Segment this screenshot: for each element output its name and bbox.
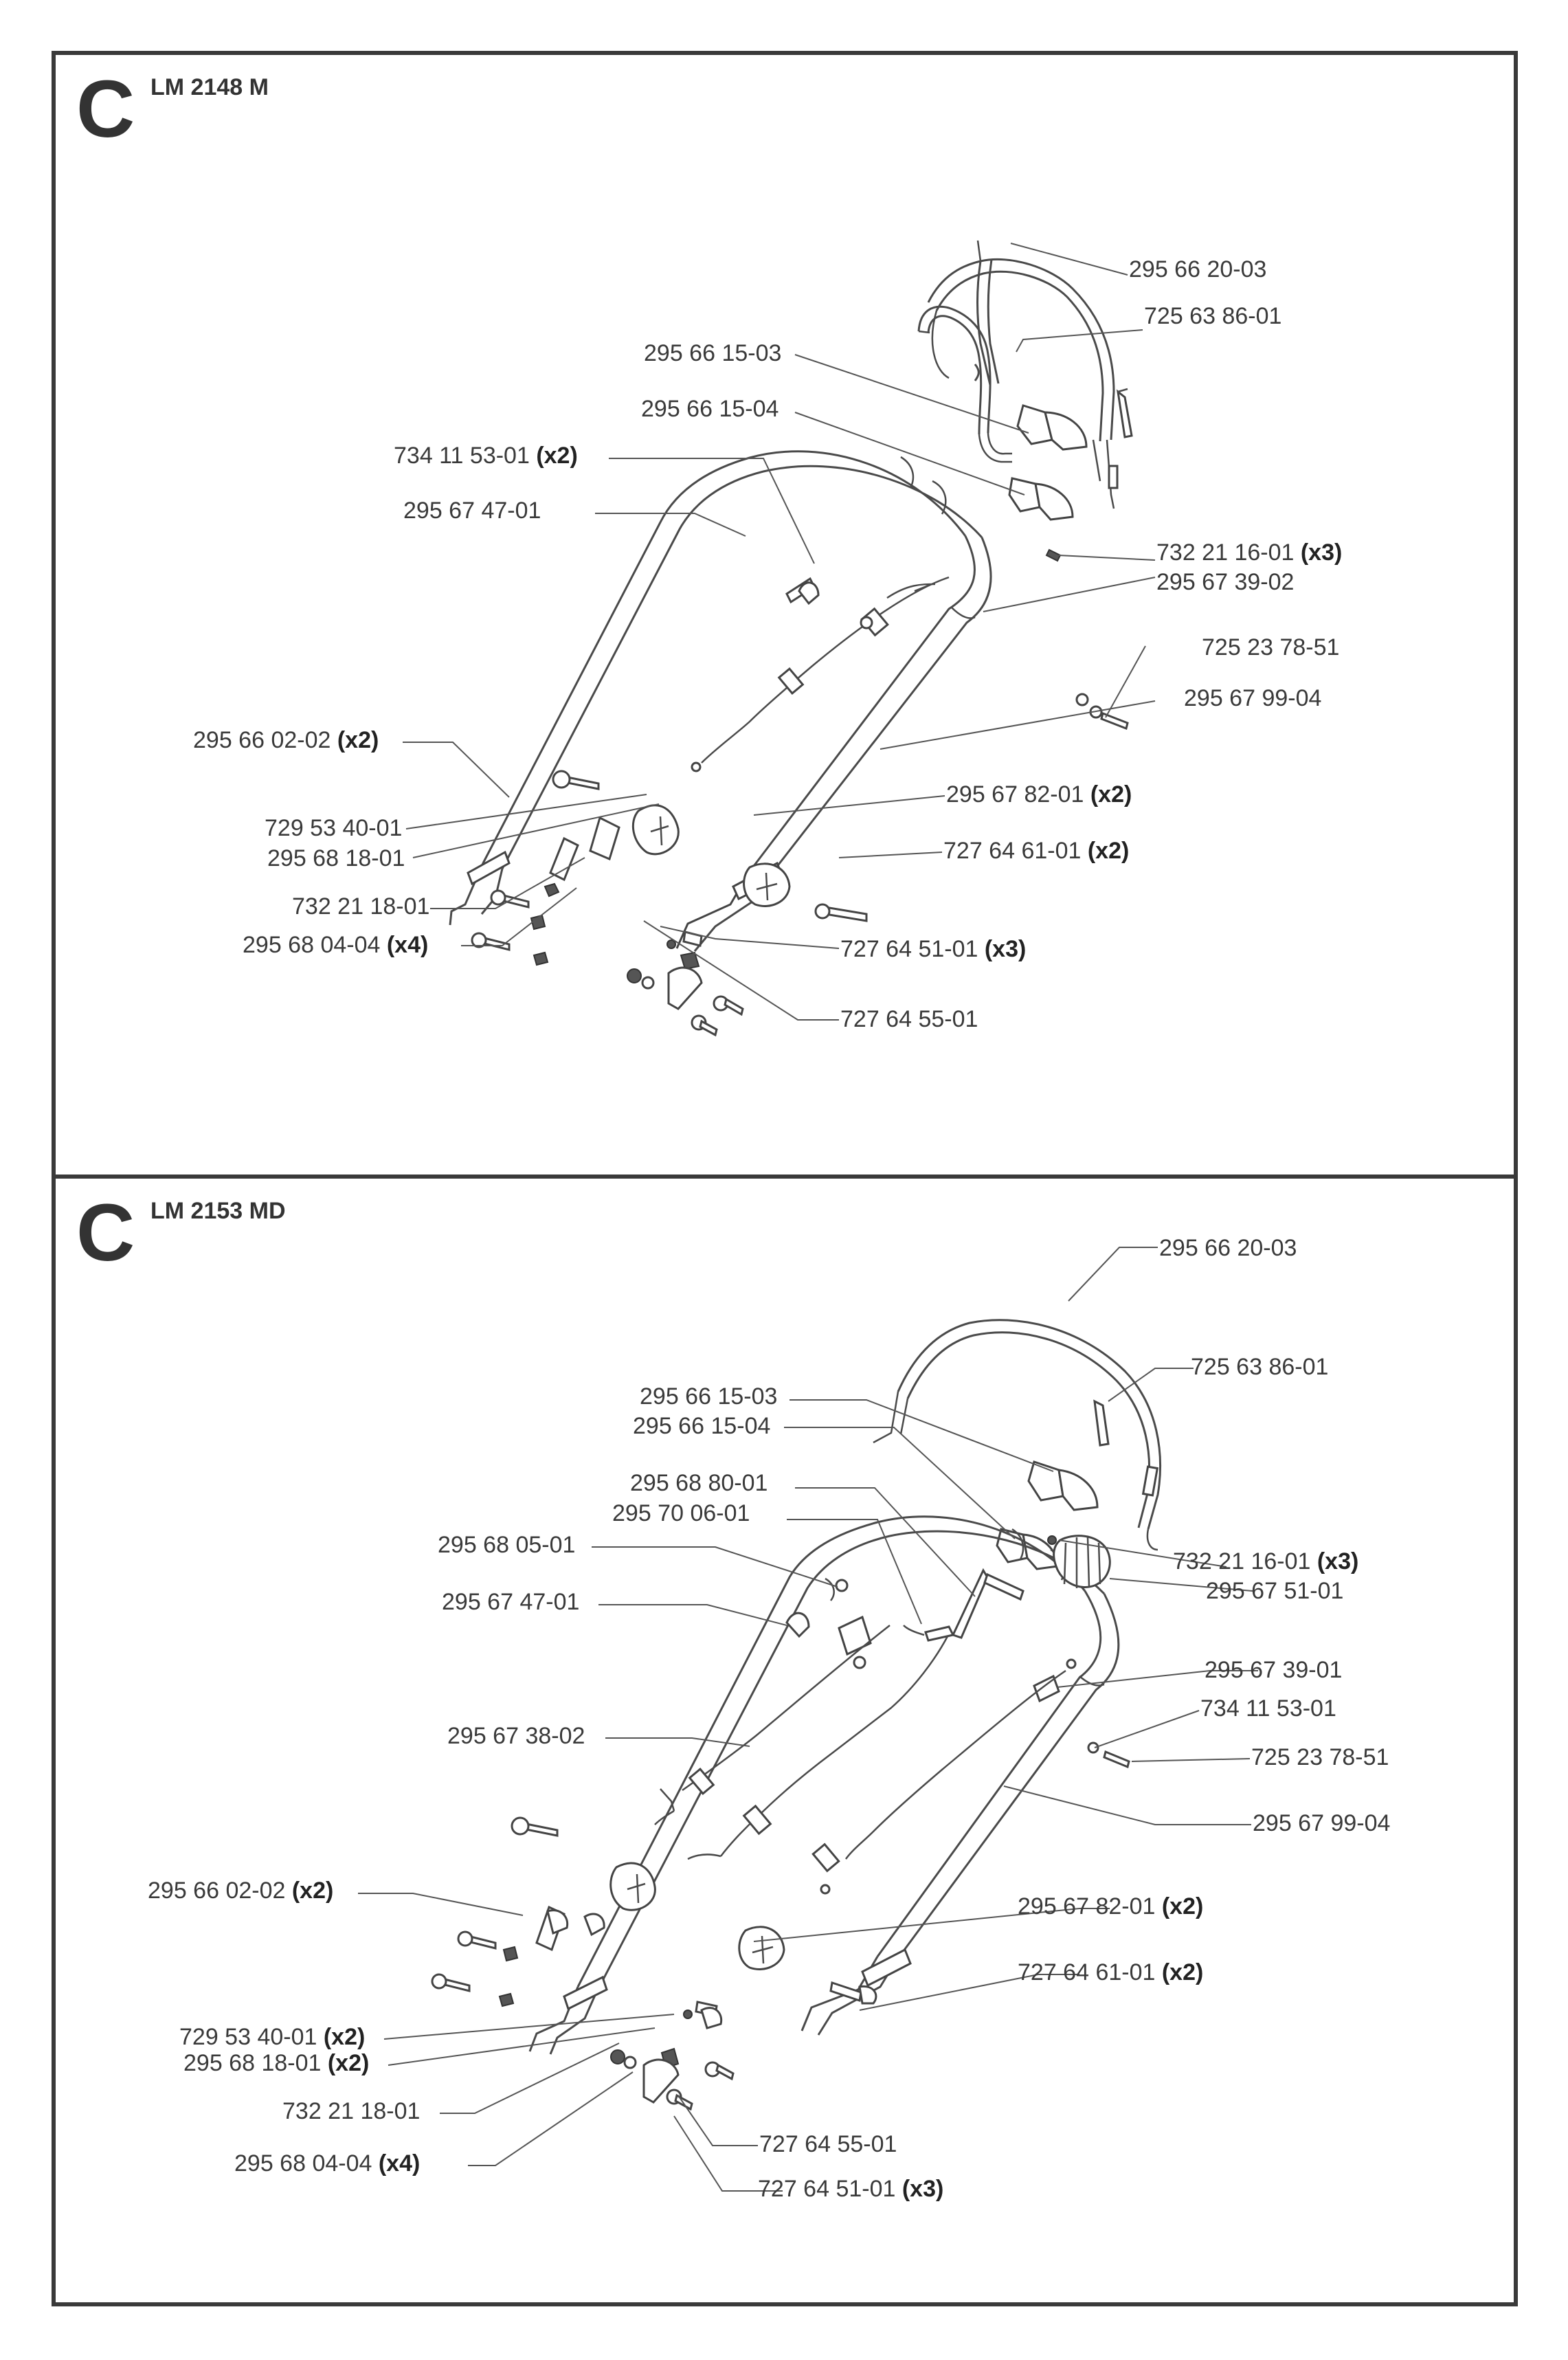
part-labels: 295 66 20-03 725 63 86-01 295 66 15-03 2…	[193, 256, 1342, 1032]
part-label: 725 63 86-01	[1191, 1354, 1328, 1380]
part-label: 725 63 86-01	[1144, 303, 1281, 329]
part-label: 725 23 78-51	[1202, 634, 1339, 660]
part-label: 295 66 15-04	[633, 1413, 770, 1439]
part-label: 295 67 51-01	[1206, 1578, 1343, 1604]
section-lm-2153-md: C LM 2153 MD	[56, 1179, 1514, 2302]
part-label: 295 68 80-01	[630, 1470, 768, 1496]
part-label: 295 66 15-04	[641, 396, 779, 422]
part-label: 295 67 99-04	[1184, 685, 1321, 711]
part-label: 732 21 16-01 (x3)	[1173, 1548, 1358, 1574]
part-label: 727 64 51-01 (x3)	[758, 2176, 943, 2202]
part-label: 729 53 40-01	[265, 815, 402, 841]
handle-drawing	[449, 240, 1133, 1037]
model-title: LM 2153 MD	[150, 1198, 286, 1224]
part-label: 732 21 16-01 (x3)	[1156, 539, 1342, 566]
part-label: 725 23 78-51	[1251, 1744, 1389, 1770]
part-label: 727 64 55-01	[759, 2131, 897, 2157]
part-label: 727 64 61-01 (x2)	[1018, 1959, 1203, 1985]
leader-lines	[403, 243, 1156, 1021]
part-label: 295 67 38-02	[447, 1723, 585, 1749]
part-label: 295 67 39-01	[1205, 1657, 1342, 1683]
part-label: 732 21 18-01	[292, 893, 429, 920]
part-label: 295 68 18-01	[267, 845, 405, 871]
part-label: 295 66 02-02 (x2)	[193, 727, 379, 753]
part-label: 295 67 47-01	[442, 1589, 579, 1615]
part-label: 729 53 40-01 (x2)	[179, 2024, 365, 2050]
part-label: 295 67 39-02	[1156, 569, 1294, 595]
part-label: 734 11 53-01 (x2)	[394, 443, 578, 469]
part-label: 295 68 04-04 (x4)	[243, 932, 428, 958]
part-label: 734 11 53-01	[1200, 1695, 1336, 1722]
handle-drawing	[431, 1319, 1161, 2111]
part-label: 295 66 02-02 (x2)	[148, 1878, 333, 1904]
part-label: 295 68 04-04 (x4)	[234, 2150, 420, 2177]
handle-assembly-diagram: 295 66 20-03 725 63 86-01 295 66 15-03 2…	[148, 1235, 1390, 2202]
part-label: 295 68 05-01	[438, 1532, 575, 1558]
part-label: 295 66 15-03	[644, 340, 781, 366]
part-label: 727 64 55-01	[840, 1006, 978, 1032]
part-label: 295 67 82-01 (x2)	[946, 781, 1132, 808]
part-label: 295 67 82-01 (x2)	[1018, 1893, 1203, 1919]
part-label: 727 64 61-01 (x2)	[943, 838, 1129, 864]
leader-lines	[358, 1247, 1258, 2192]
section-divider	[52, 1175, 1518, 1179]
part-label: 732 21 18-01	[282, 2098, 420, 2124]
section-lm-2148-m: C LM 2148 M	[56, 55, 1514, 1175]
part-label: 295 66 15-03	[640, 1383, 777, 1410]
handle-assembly-diagram: 295 66 20-03 725 63 86-01 295 66 15-03 2…	[193, 240, 1342, 1037]
part-label: 295 67 47-01	[403, 498, 541, 524]
part-label: 295 66 20-03	[1159, 1235, 1297, 1261]
part-labels: 295 66 20-03 725 63 86-01 295 66 15-03 2…	[148, 1235, 1390, 2202]
part-label: 295 67 99-04	[1253, 1810, 1390, 1836]
model-title: LM 2148 M	[150, 74, 269, 100]
page-frame	[52, 51, 1518, 2306]
part-label: 295 70 06-01	[612, 1500, 750, 1526]
section-letter: C	[76, 1188, 135, 1278]
part-label: 295 68 18-01 (x2)	[183, 2050, 369, 2076]
part-label: 295 66 20-03	[1129, 256, 1266, 282]
section-letter: C	[76, 64, 135, 155]
part-label: 727 64 51-01 (x3)	[840, 936, 1026, 962]
